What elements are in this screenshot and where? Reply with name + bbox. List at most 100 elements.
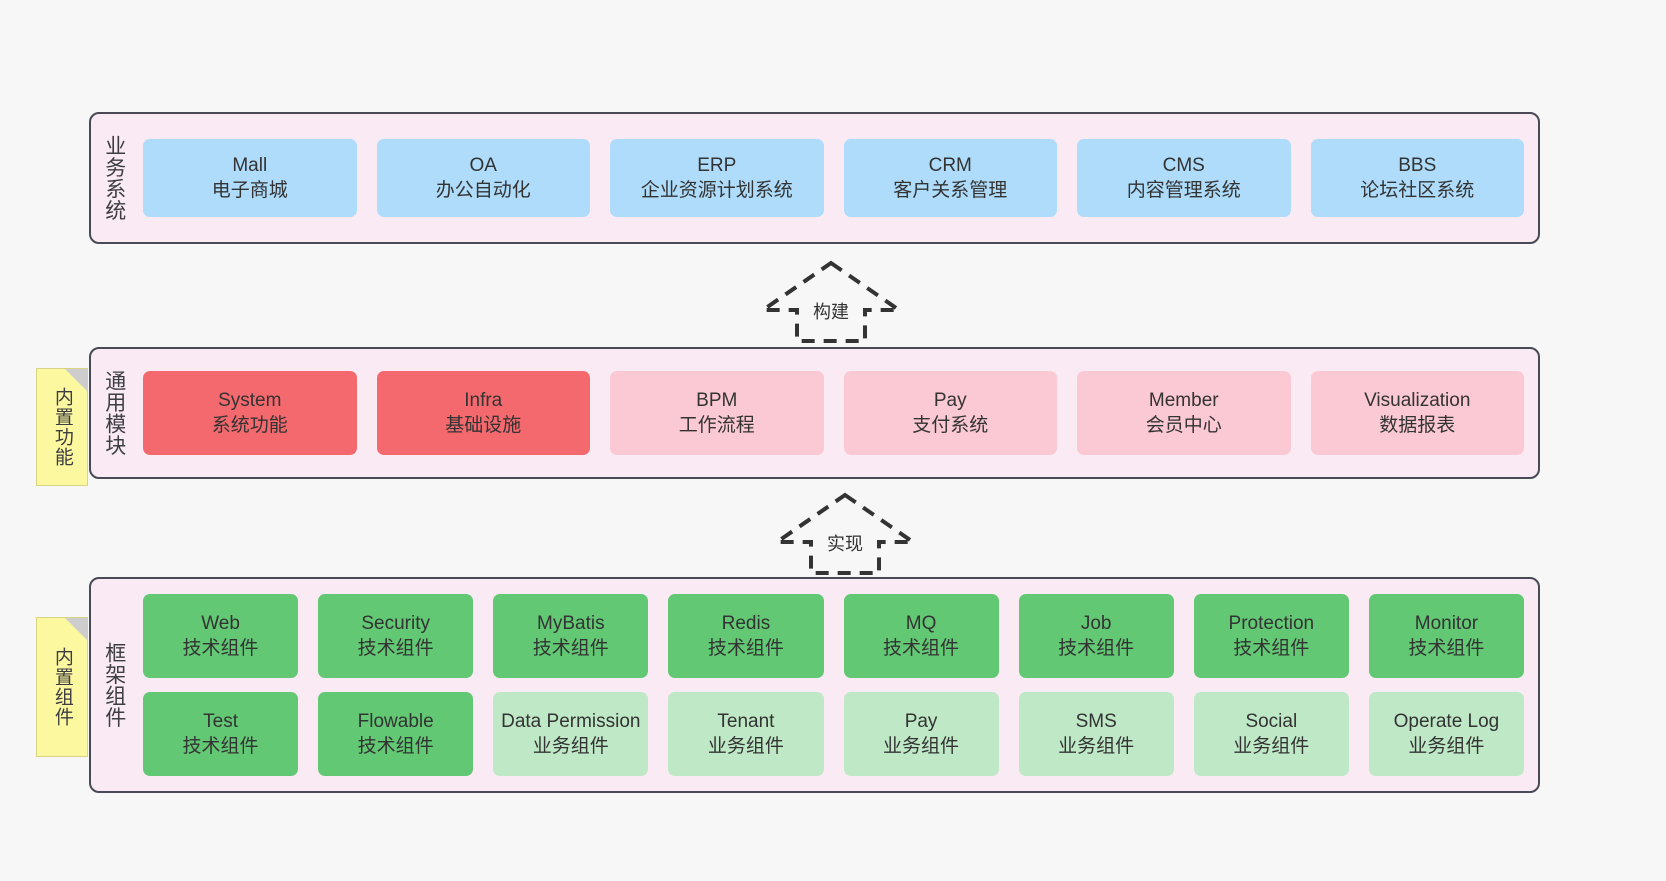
card-name: Protection (1228, 612, 1315, 634)
layer-body-common-modules: System 系统功能 Infra 基础设施 BPM 工作流程 Pay 支付系统… (137, 349, 1538, 477)
card-name: SMS (1075, 710, 1117, 732)
dashed-arrow-up-build-icon: 构建 (756, 258, 906, 346)
card-desc: 业务组件 (1058, 736, 1135, 757)
card-desc: 技术组件 (1408, 638, 1485, 659)
card-desc: 技术组件 (1233, 638, 1310, 659)
component-card-sms[interactable]: SMS 业务组件 (1018, 692, 1174, 776)
layer-business-system: 业务系统 Mall 电子商城 OA 办公自动化 ERP 企业资源计划系统 CRM… (89, 112, 1540, 244)
component-card-mybatis[interactable]: MyBatis 技术组件 (493, 594, 649, 678)
card-name: Flowable (357, 710, 434, 732)
component-card-security[interactable]: Security 技术组件 (318, 594, 474, 678)
card-desc: 电子商城 (211, 180, 288, 201)
dashed-arrow-up-implement-icon: 实现 (770, 490, 920, 578)
card-row: Mall 电子商城 OA 办公自动化 ERP 企业资源计划系统 CRM 客户关系… (143, 139, 1524, 217)
layer-title-business-system: 业务系统 (102, 135, 126, 221)
component-card-social[interactable]: Social 业务组件 (1193, 692, 1349, 776)
layer-title-common-modules: 通用模块 (102, 370, 126, 456)
layer-common-modules: 通用模块 System 系统功能 Infra 基础设施 BPM 工作流程 Pay… (89, 347, 1540, 479)
card-desc: 工作流程 (678, 415, 755, 436)
card-desc: 技术组件 (883, 638, 960, 659)
card-desc: 业务组件 (883, 736, 960, 757)
component-card-web[interactable]: Web 技术组件 (143, 594, 299, 678)
layer-title-framework-components: 框架组件 (102, 642, 126, 728)
card-name: System (218, 389, 282, 411)
card-name: Redis (721, 612, 771, 634)
card-name: MyBatis (537, 612, 605, 634)
card-name: Tenant (717, 710, 775, 732)
component-card-redis[interactable]: Redis 技术组件 (668, 594, 824, 678)
arrow-up-shape-icon (770, 492, 920, 575)
card-name: Social (1245, 710, 1298, 732)
card-desc: 技术组件 (357, 638, 434, 659)
sticky-note-builtin-component: 内置组件 (36, 617, 88, 757)
module-card-crm[interactable]: CRM 客户关系管理 (843, 139, 1057, 217)
arrow-label-build: 构建 (813, 302, 849, 322)
component-card-tenant[interactable]: Tenant 业务组件 (668, 692, 824, 776)
module-card-bbs[interactable]: BBS 论坛社区系统 (1310, 139, 1524, 217)
component-card-test[interactable]: Test 技术组件 (143, 692, 299, 776)
layer-body-business-system: Mall 电子商城 OA 办公自动化 ERP 企业资源计划系统 CRM 客户关系… (137, 114, 1538, 242)
card-name: OA (469, 154, 497, 176)
layer-body-framework-components: Web 技术组件 Security 技术组件 MyBatis 技术组件 Redi… (137, 579, 1538, 791)
card-desc: 支付系统 (912, 415, 989, 436)
module-card-bpm[interactable]: BPM 工作流程 (610, 371, 824, 455)
card-name: Infra (464, 389, 503, 411)
card-desc: 技术组件 (357, 736, 434, 757)
module-card-visualization[interactable]: Visualization 数据报表 (1310, 371, 1524, 455)
card-name: Operate Log (1393, 710, 1500, 732)
card-name: Security (361, 612, 430, 634)
card-name: Mall (232, 154, 268, 176)
card-name: BBS (1398, 154, 1437, 176)
card-row: Test 技术组件 Flowable 技术组件 Data Permission … (143, 692, 1524, 776)
module-card-oa[interactable]: OA 办公自动化 (376, 139, 590, 217)
card-desc: 业务组件 (707, 736, 784, 757)
card-desc: 技术组件 (182, 638, 259, 659)
module-card-member[interactable]: Member 会员中心 (1077, 371, 1291, 455)
card-desc: 系统功能 (211, 415, 288, 436)
card-name: Member (1148, 389, 1219, 411)
card-name: Monitor (1414, 612, 1479, 634)
module-card-infra[interactable]: Infra 基础设施 (376, 371, 590, 455)
card-row: System 系统功能 Infra 基础设施 BPM 工作流程 Pay 支付系统… (143, 371, 1524, 455)
component-card-job[interactable]: Job 技术组件 (1018, 594, 1174, 678)
card-desc: 客户关系管理 (893, 180, 1008, 201)
component-card-operate-log[interactable]: Operate Log 业务组件 (1368, 692, 1524, 776)
layer-framework-components: 框架组件 Web 技术组件 Security 技术组件 MyBatis 技术组件… (89, 577, 1540, 793)
arrow-up-shape-icon (756, 260, 906, 343)
card-desc: 技术组件 (532, 638, 609, 659)
component-card-data-permission[interactable]: Data Permission 业务组件 (493, 692, 649, 776)
card-name: Web (201, 612, 240, 634)
arrow-label-implement: 实现 (827, 534, 863, 554)
card-desc: 技术组件 (1058, 638, 1135, 659)
card-name: CRM (928, 154, 972, 176)
card-desc: 业务组件 (1408, 736, 1485, 757)
card-desc: 数据报表 (1379, 415, 1456, 436)
card-name: Visualization (1364, 389, 1471, 411)
module-card-mall[interactable]: Mall 电子商城 (143, 139, 357, 217)
card-name: CMS (1162, 154, 1205, 176)
card-name: Job (1080, 612, 1112, 634)
module-card-pay[interactable]: Pay 支付系统 (843, 371, 1057, 455)
card-desc: 内容管理系统 (1126, 180, 1241, 201)
card-desc: 会员中心 (1145, 415, 1222, 436)
component-card-protection[interactable]: Protection 技术组件 (1193, 594, 1349, 678)
card-name: Pay (904, 710, 938, 732)
card-name: ERP (697, 154, 737, 176)
card-desc: 基础设施 (445, 415, 522, 436)
sticky-note-builtin-function: 内置功能 (36, 368, 88, 486)
component-card-mq[interactable]: MQ 技术组件 (843, 594, 999, 678)
card-desc: 论坛社区系统 (1360, 180, 1475, 201)
card-name: BPM (696, 389, 738, 411)
card-desc: 业务组件 (1233, 736, 1310, 757)
module-card-cms[interactable]: CMS 内容管理系统 (1077, 139, 1291, 217)
component-card-flowable[interactable]: Flowable 技术组件 (318, 692, 474, 776)
component-card-monitor[interactable]: Monitor 技术组件 (1368, 594, 1524, 678)
module-card-system[interactable]: System 系统功能 (143, 371, 357, 455)
card-name: Test (203, 710, 238, 732)
card-desc: 企业资源计划系统 (640, 180, 793, 201)
module-card-erp[interactable]: ERP 企业资源计划系统 (610, 139, 824, 217)
component-card-pay[interactable]: Pay 业务组件 (843, 692, 999, 776)
folded-corner-icon (65, 618, 87, 640)
card-desc: 技术组件 (707, 638, 784, 659)
